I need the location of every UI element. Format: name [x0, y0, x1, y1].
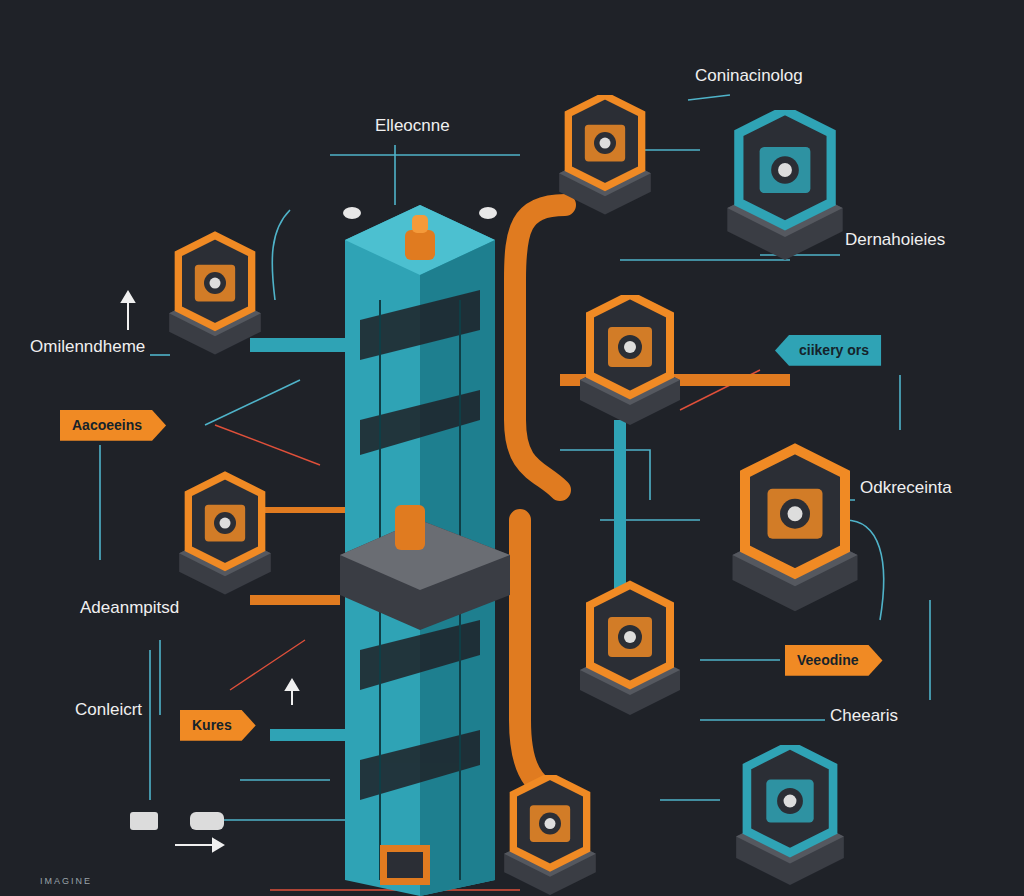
tag-banner: Veeodine [785, 645, 882, 676]
callout-label: Conleicrt [75, 700, 142, 720]
tag-fill [775, 335, 881, 366]
callout-label: IMAGINE [40, 876, 92, 887]
callout-label: Odkreceinta [860, 478, 952, 498]
callout-label: Elleocnne [375, 116, 450, 136]
tag-text: Aacoeeins [72, 417, 142, 434]
tag-text: Veeodine [797, 652, 858, 669]
tag-text: ciikery ors [799, 342, 869, 359]
tag-fill [180, 710, 256, 741]
tag-fill [785, 645, 882, 676]
callout-label: Cheearis [830, 706, 898, 726]
tag-text: Kures [192, 717, 232, 734]
tag-fill [60, 410, 166, 441]
callout-label: Adeanmpitsd [80, 598, 179, 618]
callout-label: Omilenndheme [30, 337, 145, 357]
callout-label: Dernahoieies [845, 230, 945, 250]
tag-banner: Aacoeeins [60, 410, 166, 441]
tag-banner: Kures [180, 710, 256, 741]
callout-label: Coninacinolog [695, 66, 803, 86]
tag-banner: ciikery ors [775, 335, 881, 366]
